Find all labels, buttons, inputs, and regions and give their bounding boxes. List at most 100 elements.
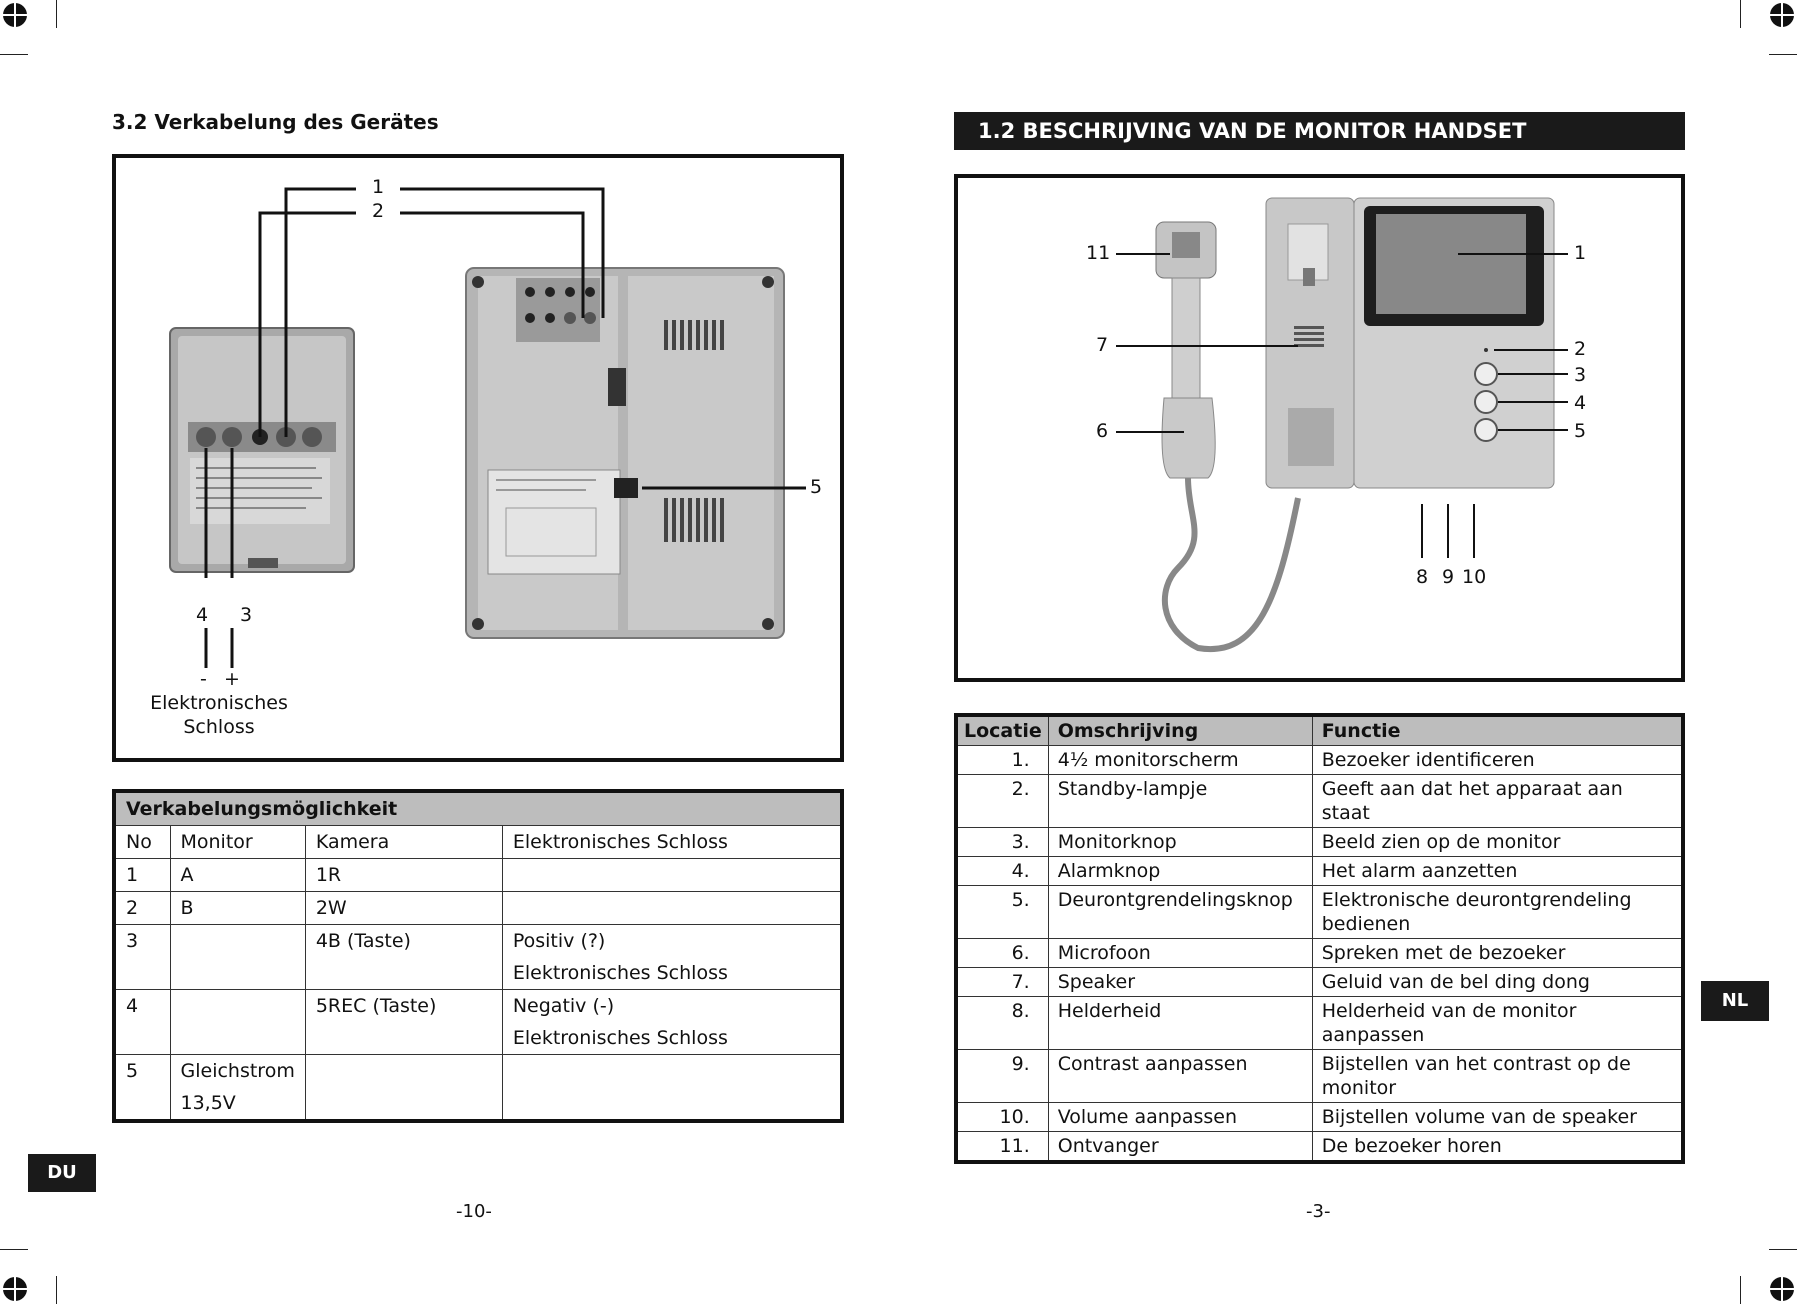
table-cell: 10. bbox=[955, 1102, 1049, 1132]
table-cell bbox=[304, 1087, 503, 1122]
table-cell bbox=[501, 1087, 843, 1122]
wire-label-1: 1 bbox=[371, 176, 385, 198]
table-cell bbox=[501, 891, 843, 925]
callout-4: 4 bbox=[1574, 392, 1587, 414]
table-cell: 1. bbox=[955, 745, 1049, 775]
table-cell: Elektronische deurontgrendeling bedienen bbox=[1311, 885, 1684, 939]
table-cell: Ontvanger bbox=[1047, 1131, 1313, 1163]
table-cell: De bezoeker horen bbox=[1311, 1131, 1684, 1163]
crop-mark bbox=[1740, 0, 1741, 28]
terminal-plus-label: + bbox=[224, 668, 240, 690]
table-row: Elektronisches Schloss bbox=[113, 957, 843, 990]
table-cell: Positiv (?) bbox=[501, 924, 843, 957]
table-cell: Helderheid van de monitor aanpassen bbox=[1311, 996, 1684, 1050]
table-row: 4 5REC (Taste) Negativ (-) bbox=[113, 989, 843, 1022]
table-cell: 7. bbox=[955, 967, 1049, 997]
table-row: 13,5V bbox=[113, 1087, 843, 1122]
table-cell: Alarmknop bbox=[1047, 856, 1313, 886]
callout-11: 11 bbox=[1086, 242, 1111, 264]
monitor-handset-illustration bbox=[1116, 197, 1568, 653]
callout-2: 2 bbox=[1574, 338, 1587, 360]
table-cell bbox=[169, 989, 306, 1022]
table-cell: 5 bbox=[113, 1054, 171, 1087]
section-heading-wiring: 3.2 Verkabelung des Gerätes bbox=[112, 110, 439, 134]
callout-6: 6 bbox=[1096, 420, 1109, 442]
wiring-options-table: Verkabelungsmöglichkeit No Monitor Kamer… bbox=[112, 789, 844, 1123]
table-cell: 1R bbox=[304, 858, 503, 892]
table-header-row: Locatie Omschrijving Functie bbox=[955, 714, 1684, 746]
column-header: Monitor bbox=[169, 825, 306, 859]
table-cell: Gleichstrom bbox=[169, 1054, 306, 1087]
table-cell: Bijstellen volume van de speaker bbox=[1311, 1102, 1684, 1132]
handset-illustration bbox=[1155, 221, 1301, 653]
table-cell: Helderheid bbox=[1047, 996, 1313, 1050]
wire-label-4: 4 bbox=[196, 604, 209, 626]
table-caption: Verkabelungsmöglichkeit bbox=[113, 790, 843, 826]
crop-mark bbox=[0, 54, 28, 55]
table-header-row: No Monitor Kamera Elektronisches Schloss bbox=[113, 825, 843, 859]
wire-label-2: 2 bbox=[371, 200, 385, 222]
table-row: 1 A 1R bbox=[113, 858, 843, 892]
table-cell bbox=[501, 1054, 843, 1087]
callout-9: 9 bbox=[1442, 566, 1455, 588]
page-number-left: -10- bbox=[456, 1201, 492, 1222]
table-cell: 5. bbox=[955, 885, 1049, 939]
table-cell: Bezoeker identificeren bbox=[1311, 745, 1684, 775]
callout-lines bbox=[1116, 253, 1568, 558]
table-cell: Het alarm aanzetten bbox=[1311, 856, 1684, 886]
table-cell: 3 bbox=[113, 924, 171, 957]
table-cell: 1 bbox=[113, 858, 171, 892]
table-cell: 4B (Taste) bbox=[304, 924, 503, 957]
crop-mark bbox=[56, 1276, 57, 1304]
page-number-right: -3- bbox=[1306, 1201, 1331, 1222]
table-cell: 9. bbox=[955, 1049, 1049, 1103]
table-cell: Monitorknop bbox=[1047, 827, 1313, 857]
wiring-diagram bbox=[169, 187, 806, 668]
language-tab-du: DU bbox=[28, 1154, 96, 1192]
table-cell: Microfoon bbox=[1047, 938, 1313, 968]
callout-8: 8 bbox=[1416, 566, 1429, 588]
table-row: Elektronisches Schloss bbox=[113, 1022, 843, 1055]
table-cell: 2 bbox=[113, 891, 171, 925]
lock-label-line2: Schloss bbox=[183, 716, 255, 738]
column-header: No bbox=[113, 825, 171, 859]
registration-mark-bottom-left bbox=[2, 1276, 28, 1302]
column-header: Locatie bbox=[955, 714, 1049, 746]
section-heading-monitor: 1.2 BESCHRIJVING VAN DE MONITOR HANDSET bbox=[954, 112, 1685, 150]
table-cell: 13,5V bbox=[169, 1087, 306, 1122]
table-cell: 4 bbox=[113, 989, 171, 1022]
table-cell: Volume aanpassen bbox=[1047, 1102, 1313, 1132]
crop-mark bbox=[1740, 1276, 1741, 1304]
lock-label-line1: Elektronisches bbox=[150, 692, 288, 714]
table-row: 5 Gleichstrom bbox=[113, 1054, 843, 1087]
column-header: Omschrijving bbox=[1047, 714, 1313, 746]
table-cell bbox=[304, 1054, 503, 1087]
wiring-lines bbox=[204, 187, 806, 668]
table-row: 3 4B (Taste) Positiv (?) bbox=[113, 924, 843, 957]
wire-label-3: 3 bbox=[240, 604, 253, 626]
crop-mark bbox=[1769, 1249, 1797, 1250]
table-cell: Geluid van de bel ding dong bbox=[1311, 967, 1684, 997]
table-cell: Speaker bbox=[1047, 967, 1313, 997]
table-cell: 4. bbox=[955, 856, 1049, 886]
table-cell: Negativ (-) bbox=[501, 989, 843, 1022]
camera-unit-illustration bbox=[169, 327, 355, 573]
table-cell: Bijstellen van het contrast op de monito… bbox=[1311, 1049, 1684, 1103]
callout-5: 5 bbox=[1574, 420, 1587, 442]
callout-3: 3 bbox=[1574, 364, 1587, 386]
crop-mark bbox=[56, 0, 57, 28]
registration-mark-top-left bbox=[2, 2, 28, 28]
monitor-handset-figure: 11 7 6 1 2 3 4 5 8 9 10 bbox=[954, 174, 1685, 682]
table-cell: Standby-lampje bbox=[1047, 774, 1313, 828]
table-cell: 6. bbox=[955, 938, 1049, 968]
table-cell: B bbox=[169, 891, 306, 925]
column-header: Kamera bbox=[304, 825, 503, 859]
table-cell bbox=[169, 957, 306, 990]
